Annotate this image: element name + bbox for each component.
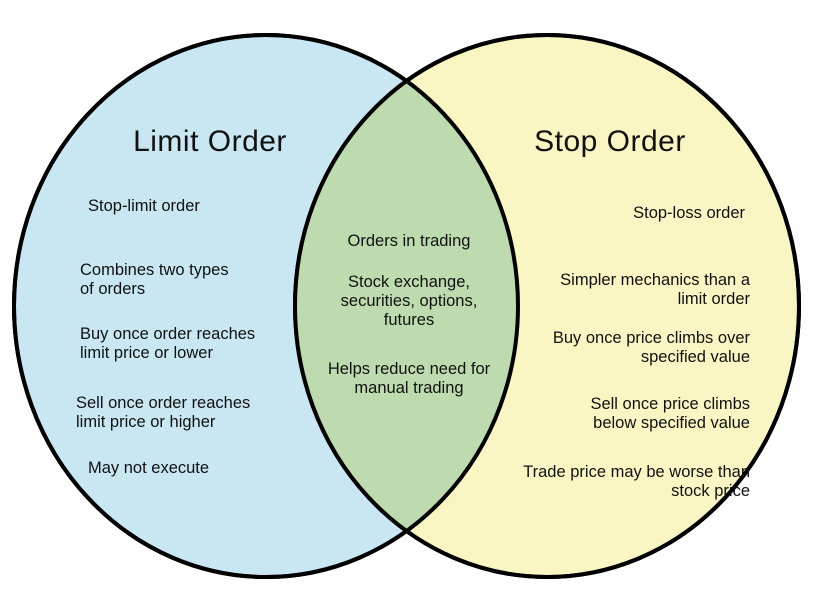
limit-order-circle-outline (12, 33, 520, 579)
stop-item-trade-price: Trade price may be worse than stock pric… (523, 463, 750, 501)
overlap-item-stock-exchange: Stock exchange, securities, options, fut… (340, 273, 478, 330)
stop-item-sell-once: Sell once price climbs below specified v… (590, 395, 750, 433)
overlap-region (295, 35, 518, 577)
stop-order-title: Stop Order (534, 125, 686, 158)
overlap-item-helps-reduce: Helps reduce need for manual trading (327, 360, 491, 398)
stop-order-circle-outline (293, 33, 801, 579)
limit-order-title: Limit Order (133, 125, 287, 158)
limit-item-may-not-execute: May not execute (88, 459, 210, 477)
limit-item-sell-once: Sell once order reaches limit price or h… (76, 394, 251, 432)
stop-item-stop-loss-order: Stop-loss order (633, 204, 745, 222)
limit-item-combines-two-types: Combines two types of orders (80, 261, 229, 299)
stop-item-simpler-mechanics: Simpler mechanics than a limit order (560, 271, 750, 309)
limit-item-stop-limit-order: Stop-limit order (88, 197, 200, 215)
overlap-item-orders-in-trading: Orders in trading (347, 232, 471, 250)
stop-item-buy-once: Buy once price climbs over specified val… (552, 329, 750, 367)
limit-item-buy-once: Buy once order reaches limit price or lo… (80, 325, 256, 363)
